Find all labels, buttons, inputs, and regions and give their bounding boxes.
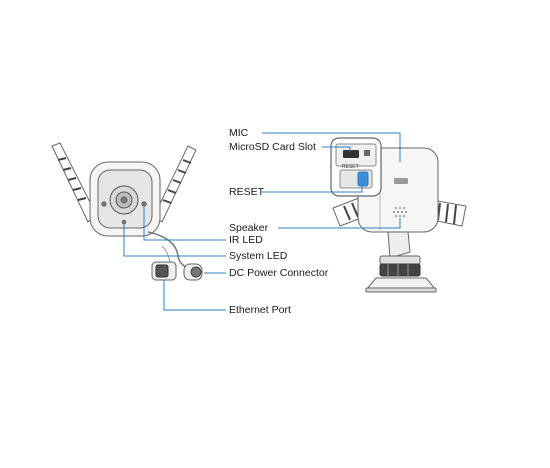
right-antenna bbox=[153, 145, 197, 223]
label-dc-power: DC Power Connector bbox=[229, 267, 329, 279]
leader-mic bbox=[262, 132, 401, 162]
right-leaders bbox=[262, 132, 401, 229]
ir-led-left bbox=[101, 201, 107, 207]
speaker-grille bbox=[393, 207, 407, 217]
front-camera bbox=[51, 142, 203, 281]
ir-led-right bbox=[141, 201, 147, 207]
label-mic: MIC bbox=[229, 127, 249, 139]
leader-ir-led bbox=[143, 206, 226, 241]
label-microsd: MicroSD Card Slot bbox=[229, 141, 316, 153]
mount-base bbox=[364, 255, 438, 293]
leader-reset bbox=[262, 186, 363, 193]
leader-microsd bbox=[322, 146, 351, 152]
leader-speaker bbox=[278, 218, 401, 229]
model-badge bbox=[394, 178, 408, 184]
left-antenna bbox=[51, 142, 97, 223]
reset-button bbox=[357, 171, 369, 187]
system-led-dot bbox=[121, 219, 127, 225]
lock-icon bbox=[364, 150, 370, 156]
label-speaker: Speaker bbox=[229, 222, 269, 234]
label-reset: RESET bbox=[229, 186, 265, 198]
left-leaders bbox=[123, 206, 226, 311]
leader-system-led bbox=[123, 224, 226, 257]
ethernet-connector bbox=[151, 261, 177, 281]
label-ethernet: Ethernet Port bbox=[229, 304, 291, 316]
leader-ethernet bbox=[163, 280, 226, 311]
microsd-slot bbox=[343, 150, 359, 158]
mount-arm bbox=[387, 231, 411, 259]
label-system-led: System LED bbox=[229, 250, 288, 262]
dc-power-plug bbox=[183, 263, 203, 281]
side-right-wing bbox=[431, 199, 467, 227]
label-ir-led: IR LED bbox=[229, 234, 263, 246]
reset-tag: RESET bbox=[342, 164, 359, 170]
microsd-inset: RESET bbox=[330, 137, 382, 197]
